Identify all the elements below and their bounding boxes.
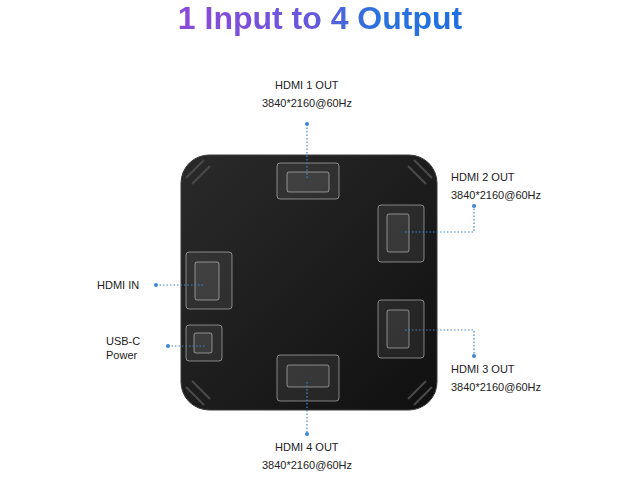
title: 1 Input to 4 Output <box>178 0 462 36</box>
port-name: HDMI IN <box>97 278 139 292</box>
resolution: 3840*2160@60Hz <box>451 380 541 394</box>
leader-dots <box>154 122 476 436</box>
resolution: 3840*2160@60Hz <box>451 188 541 202</box>
resolution: 3840*2160@60Hz <box>262 458 352 472</box>
splitter-housing <box>181 155 437 410</box>
ports <box>186 163 424 401</box>
port-name: HDMI 2 OUT <box>451 170 515 184</box>
leader-lines <box>156 124 474 434</box>
port-name: HDMI 4 OUT <box>275 440 339 454</box>
corner-feet <box>186 160 432 405</box>
port-name: HDMI 1 OUT <box>275 78 339 92</box>
port-name: HDMI 3 OUT <box>451 362 515 376</box>
title-wrap: 1 Input to 4 Output <box>0 0 640 36</box>
port-name: USB-C Power <box>106 334 150 362</box>
resolution: 3840*2160@60Hz <box>262 96 352 110</box>
